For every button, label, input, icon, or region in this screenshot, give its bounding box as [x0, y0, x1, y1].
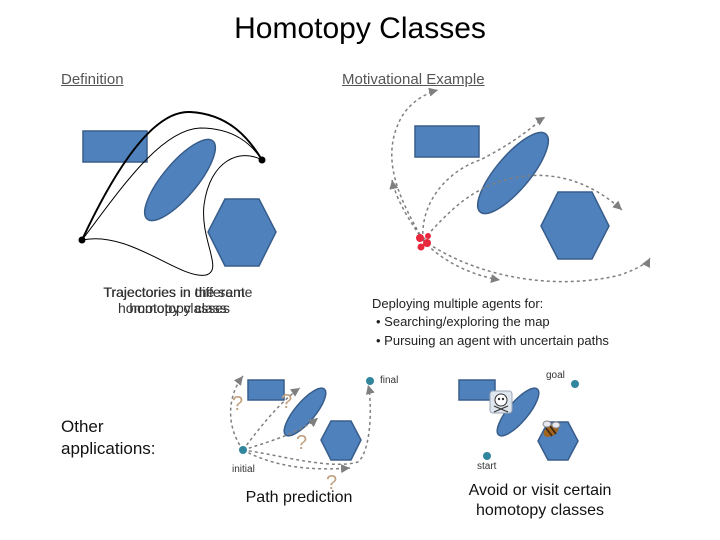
other-heading-line2: applications:: [61, 439, 156, 458]
final-label: final: [380, 375, 399, 386]
goal-node: [571, 380, 579, 388]
predicted-path-2: [242, 387, 301, 451]
question-mark-4: ?: [326, 472, 337, 494]
predicted-path-1: [229, 375, 244, 451]
obstacle-hexagon: [320, 420, 362, 461]
avoid-visit-label: Avoid or visit certain homotopy classes: [440, 481, 640, 521]
predicted-path-3: [242, 417, 319, 451]
trajectory-curve-1: [81, 110, 263, 241]
definition-heading: Definition: [61, 71, 124, 88]
other-heading-line1: Other: [61, 417, 104, 436]
question-mark-1: ?: [232, 393, 243, 415]
explore-path-2: [422, 116, 546, 241]
trajectory-curve-2: [81, 127, 263, 241]
red-agent-icon: [416, 233, 431, 251]
definition-caption-different: Trajectories in different homotopy class…: [103, 284, 245, 316]
obstacle-rectangle: [247, 379, 285, 401]
start-node: [483, 452, 491, 460]
final-node: [366, 377, 374, 385]
obstacle-ellipse: [143, 138, 217, 222]
question-mark-3: ?: [296, 432, 307, 454]
skull-crossbones-icon: [489, 390, 513, 414]
avoid-visit-diagram: [458, 379, 579, 461]
explore-path-3: [422, 174, 623, 241]
explore-path-1: [391, 87, 439, 241]
definition-caption-same: Trajectories in the same homotopy class: [103, 284, 253, 316]
deploying-text: Deploying multiple agents for:: [372, 296, 544, 311]
path-prediction-label: Path prediction: [245, 489, 353, 506]
bullet-searching: • Searching/exploring the map: [376, 314, 550, 329]
explore-path-5: [389, 179, 424, 241]
trajectory-start-point: [78, 236, 86, 244]
initial-node: [239, 446, 247, 454]
path-prediction-diagram: ? ? ? ?: [229, 375, 375, 494]
obstacle-rectangle: [458, 379, 496, 401]
page-title: Homotopy Classes: [234, 12, 486, 45]
explore-path-6: [422, 239, 501, 283]
obstacle-rectangle: [414, 125, 480, 158]
goal-label: goal: [546, 370, 565, 381]
start-label: start: [477, 461, 497, 472]
predicted-path-4: [242, 449, 351, 474]
obstacle-ellipse: [476, 131, 550, 215]
trajectory-end-point: [258, 156, 266, 164]
avoid-visit-line1: Avoid or visit certain: [468, 482, 612, 499]
avoid-visit-line2: homotopy classes: [475, 502, 605, 519]
explore-path-4: [422, 239, 651, 283]
predicted-path-5: [242, 384, 375, 466]
bee-icon: [542, 420, 561, 437]
bullet-pursuing: • Pursuing an agent with uncertain paths: [376, 333, 609, 348]
obstacle-hexagon: [207, 198, 277, 267]
initial-label: initial: [232, 464, 255, 475]
other-applications-heading: Other applications:: [61, 416, 156, 460]
motivational-example-heading: Motivational Example: [342, 71, 485, 88]
obstacle-hexagon: [540, 191, 610, 260]
question-mark-2: ?: [281, 391, 292, 413]
motivational-diagram: [389, 87, 651, 283]
definition-diagram: [78, 110, 277, 276]
trajectory-curve-3: [81, 155, 263, 276]
